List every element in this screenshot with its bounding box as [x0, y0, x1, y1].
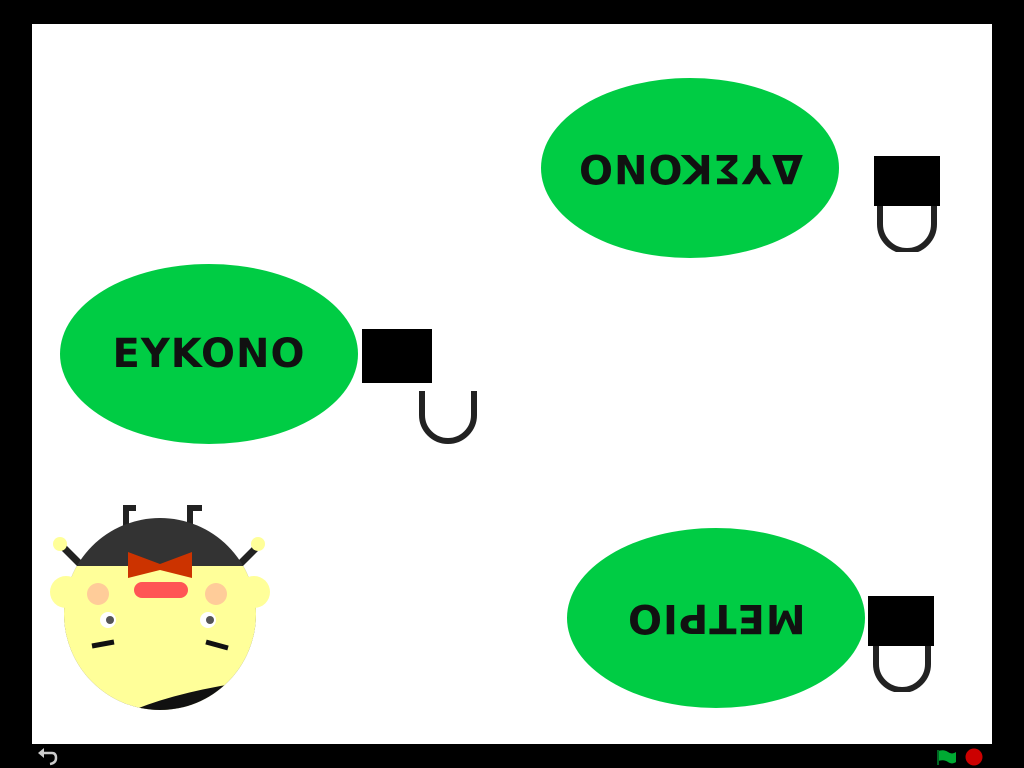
player-controls	[0, 744, 1024, 768]
answer-bubble-hard[interactable]: ΔYΣKONO	[541, 78, 839, 258]
answer-bubble-medium[interactable]: METPIO	[567, 528, 865, 708]
padlock-icon[interactable]	[872, 156, 942, 252]
undo-arrow-icon[interactable]	[36, 747, 58, 767]
answer-bubble-easy[interactable]: EYKONO	[60, 264, 358, 444]
answer-bubble-label: EYKONO	[112, 331, 306, 377]
padlock-icon[interactable]	[866, 596, 936, 692]
game-stage[interactable]: EYKONO ΔYΣKONO METPIO	[32, 24, 992, 744]
answer-bubble-label: METPIO	[626, 595, 806, 641]
answer-bubble-label: ΔYΣKONO	[577, 145, 803, 191]
green-flag-icon[interactable]	[936, 749, 958, 765]
beetle-character-icon[interactable]	[46, 504, 276, 720]
padlock-icon[interactable]	[362, 329, 482, 444]
stop-sign-icon[interactable]	[965, 748, 983, 766]
